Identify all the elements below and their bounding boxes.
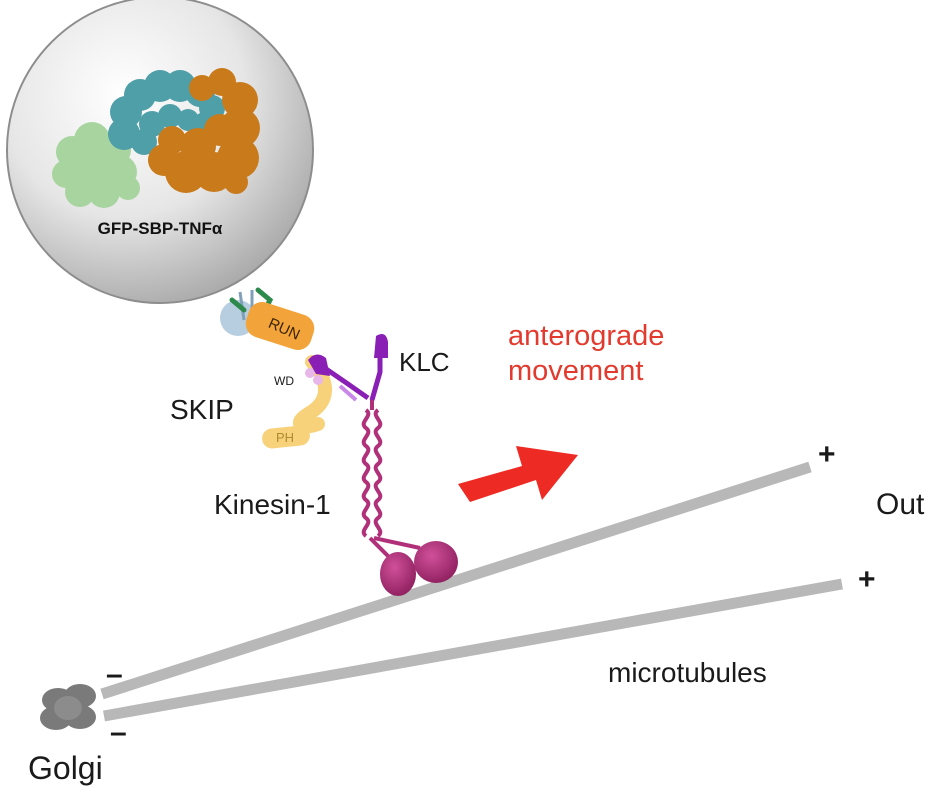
kinesin-motor-heads [380, 541, 458, 596]
anterograde-arrow [458, 446, 578, 502]
microtubules-label: microtubules [608, 657, 767, 688]
microtubule-upper [100, 461, 812, 700]
plus-end-lower: + [858, 563, 876, 596]
golgi-icon [40, 684, 96, 730]
ph-domain-label: PH [276, 430, 294, 445]
klc-label: KLC [399, 347, 450, 377]
klc-chain [308, 334, 388, 402]
plus-end-upper: + [818, 438, 836, 471]
run-domain [245, 302, 315, 350]
gfp-protein [52, 122, 140, 208]
cargo-label: GFP-SBP-TNFα [97, 219, 223, 238]
skip-label: SKIP [170, 394, 234, 425]
wd-domain-label: WD [274, 374, 294, 388]
golgi-label: Golgi [28, 750, 103, 786]
minus-end-upper: – [106, 658, 123, 691]
microtubule-lower [103, 578, 843, 722]
out-label: Out [876, 488, 925, 521]
minus-end-lower: – [110, 716, 127, 749]
kinesin-stalk [361, 398, 421, 566]
kinesin-label: Kinesin-1 [214, 489, 331, 520]
skip-tail [262, 355, 332, 449]
tnf-protein [148, 68, 260, 194]
